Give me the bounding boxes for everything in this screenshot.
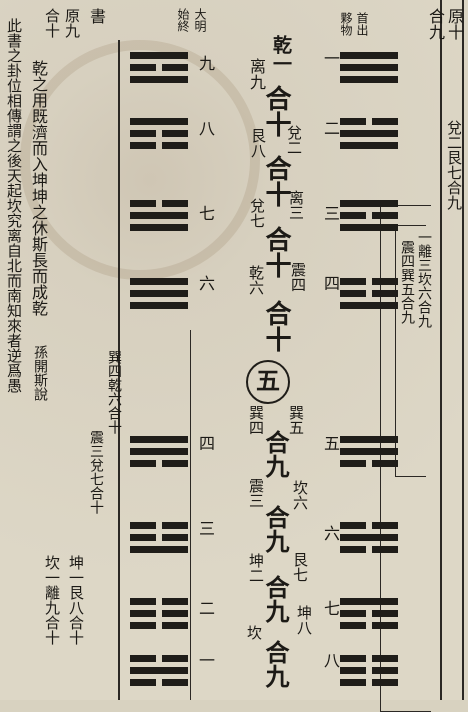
left-num-8: 八	[196, 120, 215, 136]
center-hejiu-2: 合九	[261, 505, 290, 553]
left-daming: 大明	[193, 8, 207, 32]
left-kun-gen: 坤一艮八合十	[67, 555, 85, 645]
right-inner-top: 一離三坎六合九	[416, 230, 432, 328]
left-xun-qian: 巽四乾六合十	[106, 350, 122, 434]
left-trigram-8	[130, 118, 188, 154]
right-num-2: 二	[321, 120, 340, 136]
center-xun4: 巽四	[247, 405, 265, 435]
center-qian6: 乾六	[247, 265, 265, 295]
center-hejiu-1: 合九	[261, 430, 290, 478]
right-shouchu: 首出	[355, 12, 369, 36]
left-trigram-9	[130, 52, 188, 88]
left-num-7: 七	[196, 205, 215, 221]
right-trigram-7	[340, 598, 398, 634]
right-num-5: 五	[321, 435, 340, 451]
left-frame-box	[100, 330, 191, 700]
seal-stamp-mark	[20, 40, 260, 280]
left-num-2: 二	[196, 600, 215, 616]
center-hejiu-3: 合九	[261, 575, 290, 623]
left-yuanjiu: 原九	[63, 8, 81, 38]
center-li9: 离九	[247, 58, 266, 90]
right-header-he: 合九	[426, 8, 445, 40]
left-shizhong: 始終	[176, 8, 190, 32]
right-ewu: 夥物	[339, 12, 353, 36]
left-trigram-4	[130, 436, 188, 472]
left-text-line1: 乾之用既濟而入坤坤之休斯長而成乾	[29, 60, 48, 316]
center-kun2: 坤二	[247, 553, 265, 583]
right-num-4: 四	[321, 275, 340, 291]
left-text-line2: 此書之卦位相傳謂之後天起坎究离自北而南知來者逆爲愚	[5, 18, 23, 393]
center-heshi-3: 合十	[261, 226, 291, 278]
center-heshi-4: 合十	[261, 300, 291, 352]
center-dui7: 兌七	[248, 198, 266, 228]
left-shu: 書	[87, 8, 106, 24]
right-num-3: 三	[321, 205, 340, 221]
left-frame-vertical	[118, 40, 120, 700]
center-heshi-2: 合十	[261, 155, 291, 207]
left-num-6: 六	[196, 275, 215, 291]
right-trigram-8	[340, 655, 398, 691]
right-trigram-3	[340, 200, 398, 236]
center-circle-five: 五	[246, 360, 290, 404]
center-zhen3: 震三	[247, 478, 265, 508]
right-trigram-6	[340, 522, 398, 558]
right-header-yuan: 原十	[445, 8, 464, 40]
right-side-dui-gen: 兌二艮七合九	[445, 120, 463, 210]
center-li3: 离三	[287, 190, 305, 220]
right-inner-frame-2	[395, 225, 426, 477]
center-kan6: 坎六	[291, 480, 309, 510]
right-num-7: 七	[321, 600, 340, 616]
left-trigram-2	[130, 598, 188, 634]
right-inner-rule	[440, 0, 442, 700]
center-heshi-1: 合十	[261, 85, 291, 137]
center-xun5: 巽五	[287, 405, 305, 435]
left-kan-li: 坎一離九合十	[43, 555, 61, 645]
right-border-rule	[462, 0, 464, 700]
right-num-6: 六	[321, 525, 340, 541]
center-dui2: 兌二	[285, 125, 303, 155]
left-text-line1b: 孫開斯說	[32, 345, 48, 401]
right-trigram-2	[340, 118, 398, 154]
left-num-9: 九	[196, 55, 215, 71]
left-num-4: 四	[196, 435, 215, 451]
left-trigram-3	[130, 522, 188, 558]
right-num-1: 一	[321, 50, 340, 66]
left-zhen-dui: 震三兌七合十	[88, 430, 104, 514]
right-trigram-5	[340, 436, 398, 472]
right-trigram-1	[340, 52, 398, 88]
left-trigram-1	[130, 655, 188, 691]
center-hejiu-4: 合九	[261, 640, 290, 688]
left-heshi: 合十	[43, 8, 61, 38]
center-gen7: 艮七	[291, 552, 309, 582]
center-kan: 坎	[245, 625, 263, 640]
center-kun8: 坤八	[295, 605, 313, 635]
center-gen8: 艮八	[249, 128, 267, 158]
center-zhen4: 震四	[289, 262, 307, 292]
right-inner-mid: 震四巽五合九	[399, 240, 415, 324]
right-trigram-4	[340, 278, 398, 314]
left-num-1: 一	[196, 652, 215, 668]
left-trigram-6	[130, 278, 188, 314]
right-num-8: 八	[321, 652, 340, 668]
center-qian1: 乾一	[270, 35, 292, 73]
left-num-3: 三	[196, 520, 215, 536]
left-trigram-7	[130, 200, 188, 236]
